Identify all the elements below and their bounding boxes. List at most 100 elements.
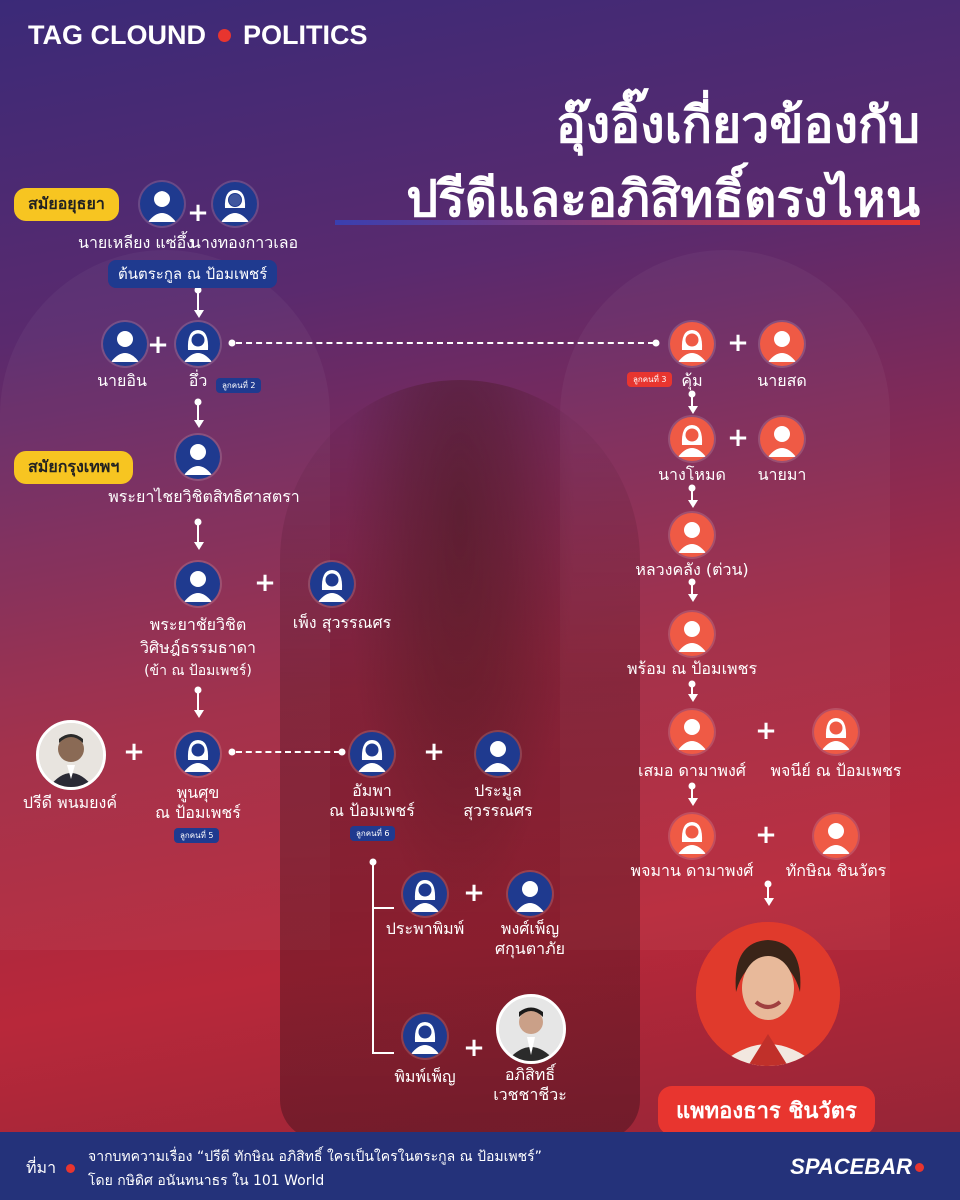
arrow-icon	[688, 406, 698, 414]
male-avatar-icon	[176, 435, 220, 479]
arrow-icon	[194, 542, 204, 550]
connector-line	[691, 394, 693, 406]
person-pimpen: พิมพ์เพ็ญ	[394, 1067, 456, 1086]
arrow-icon	[194, 310, 204, 318]
plus-sign: +	[755, 716, 777, 746]
person-pojaman: พจมาน ดามาพงศ์	[630, 861, 754, 880]
abhisit-photo	[496, 994, 566, 1064]
pridi-photo	[36, 720, 106, 790]
source-label: ที่มา	[26, 1158, 57, 1177]
person-pongpen-l2: ศกุนตาภัย	[494, 939, 566, 958]
plus-sign: +	[727, 423, 749, 453]
children-branch	[372, 1052, 394, 1054]
dashed-link-siblings	[236, 751, 340, 753]
connector-line	[767, 884, 769, 898]
person-pongpen-l1: พงศ์เพ็ญ	[500, 919, 560, 938]
dashed-link-ueng-khum	[236, 342, 654, 344]
male-avatar-icon	[140, 182, 184, 226]
male-avatar-icon	[670, 513, 714, 557]
arrow-icon	[688, 594, 698, 602]
female-avatar-icon	[670, 322, 714, 366]
title-line-1: อุ๊งอิ๊งเกี่ยวข้องกับ	[555, 96, 920, 154]
arrow-icon	[688, 694, 698, 702]
male-avatar-icon	[760, 322, 804, 366]
person-prom: พร้อม ณ ป้อมเพชร	[626, 659, 758, 678]
connector-line	[691, 582, 693, 594]
background-portrait	[280, 380, 640, 1140]
connector-dot	[228, 748, 236, 756]
person-umpa-l2: ณ ป้อมเพชร์	[329, 801, 415, 820]
person-paetongtarn: แพทองธาร ชินวัตร	[658, 1086, 875, 1135]
connector-line	[691, 488, 693, 500]
male-avatar-icon	[176, 562, 220, 606]
paetongtarn-photo	[696, 922, 840, 1066]
connector-line	[197, 290, 199, 310]
tagline: TAG CLOUND POLITICS	[28, 20, 368, 51]
male-avatar-icon	[670, 612, 714, 656]
person-ueng: อึ่ว	[188, 371, 208, 390]
children-branch	[372, 907, 394, 909]
arrow-icon	[194, 420, 204, 428]
title-line-2: ปรีดีและอภิสิทธิ์ตรงไหน	[406, 170, 920, 228]
male-avatar-icon	[670, 710, 714, 754]
female-avatar-icon	[814, 710, 858, 754]
connector-line	[197, 690, 199, 710]
person-phoonsuk-l2: ณ ป้อมเพชร์	[155, 803, 241, 822]
person-phraya-wisit-l3: (ข้า ณ ป้อมเพชร์)	[144, 663, 252, 679]
person-samer: เสมอ ดามาพงศ์	[638, 761, 746, 780]
arrow-icon	[688, 500, 698, 508]
brand-name: SPACEBAR	[790, 1154, 912, 1179]
person-khum: คุ้ม	[681, 371, 703, 390]
female-avatar-icon	[670, 417, 714, 461]
person-in: นายอิน	[97, 371, 147, 390]
female-avatar-icon	[176, 322, 220, 366]
child-order-badge: ลูกคนที่ 2	[216, 378, 262, 393]
person-umpa-l1: อัมพา	[352, 781, 392, 800]
person-pramoon-l1: ประมูล	[474, 781, 522, 800]
male-avatar-icon	[760, 417, 804, 461]
footer: ที่มา จากบทความเรื่อง “ปรีดี ทักษิณ อภิส…	[0, 1132, 960, 1200]
person-abhisit-l1: อภิสิทธิ์	[504, 1065, 556, 1084]
person-thaksin: ทักษิณ ชินวัตร	[785, 861, 887, 880]
connector-dot	[652, 339, 660, 347]
connector-dot	[228, 339, 236, 347]
tag-label: TAG CLOUND	[28, 20, 206, 50]
origin-badge: ต้นตระกูล ณ ป้อมเพชร์	[108, 260, 278, 288]
children-bracket	[372, 862, 374, 1052]
plus-sign: +	[423, 737, 445, 767]
female-avatar-icon	[213, 182, 257, 226]
person-phraya-chaiwichit: พระยาไชยวิชิตสิทธิศาสตรา	[108, 487, 300, 506]
person-phoonsuk-l1: พูนศุข	[176, 783, 220, 802]
title-underline	[335, 220, 920, 225]
person-pojanee: พจนีย์ ณ ป้อมเพชร	[770, 761, 902, 780]
era-badge-ayutthaya: สมัยอยุธยา	[14, 188, 119, 221]
plus-sign: +	[727, 328, 749, 358]
person-abhisit-l2: เวชชาชีวะ	[493, 1085, 567, 1104]
plus-sign: +	[123, 737, 145, 767]
brand-logo: SPACEBAR	[790, 1154, 924, 1180]
plus-sign: +	[147, 330, 169, 360]
connector-line	[691, 786, 693, 798]
plus-sign: +	[187, 198, 209, 228]
child-order-badge: ลูกคนที่ 3	[627, 372, 673, 387]
male-avatar-icon	[476, 732, 520, 776]
child-order-badge: ลูกคนที่ 6	[350, 826, 396, 841]
female-avatar-icon	[670, 814, 714, 858]
plus-sign: +	[463, 878, 485, 908]
male-avatar-icon	[814, 814, 858, 858]
category-label: POLITICS	[242, 20, 368, 50]
source-line-1: จากบทความเรื่อง “ปรีดี ทักษิณ อภิสิทธิ์ …	[88, 1149, 542, 1165]
era-badge-bangkok: สมัยกรุงเทพฯ	[14, 451, 134, 484]
male-avatar-icon	[508, 872, 552, 916]
person-sod: นายสด	[757, 371, 807, 390]
plus-sign: +	[254, 568, 276, 598]
person-ma: นายมา	[757, 465, 807, 484]
plus-sign: +	[755, 820, 777, 850]
source-line-2: โดย กษิดิศ อนันทนาธร ใน 101 World	[88, 1173, 325, 1189]
female-avatar-icon	[403, 1014, 447, 1058]
person-phraya-wisit-l2: วิศิษฎ์ธรรมธาดา	[139, 638, 257, 657]
person-liang: นายเหลียง แซ่อึ้ง	[78, 233, 194, 252]
plus-sign: +	[463, 1033, 485, 1063]
connector-line	[197, 402, 199, 420]
